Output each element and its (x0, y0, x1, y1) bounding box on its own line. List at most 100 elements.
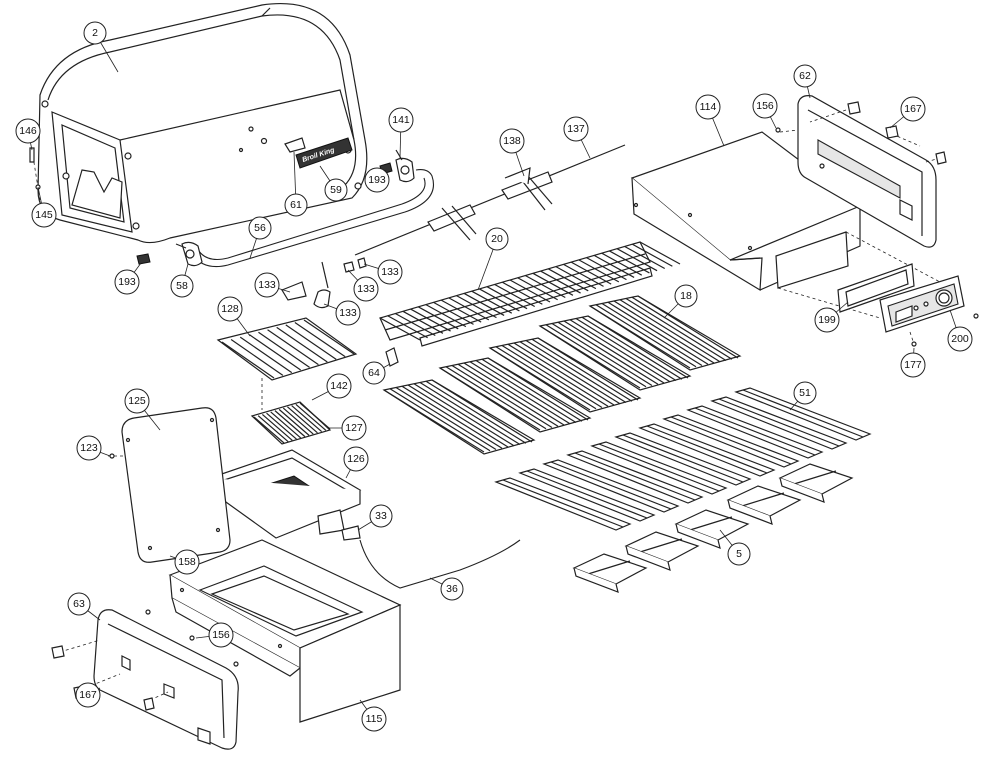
callout-label: 133 (258, 279, 276, 291)
heat-deflectors (494, 387, 872, 531)
heat-tent (674, 509, 750, 549)
callout-circle (440, 577, 464, 601)
end-cap-right (775, 95, 947, 248)
callout-circle (814, 307, 840, 333)
callout-label: 56 (254, 222, 266, 234)
part-callout: 193 (114, 269, 140, 295)
callout-label: 125 (128, 395, 146, 407)
callout-circle (124, 388, 150, 414)
lid (37, 3, 368, 244)
heat-tent (624, 531, 700, 571)
part-callout: 18 (674, 284, 698, 308)
part-callout: 5 (727, 542, 751, 566)
heat-tents (572, 463, 854, 593)
part-callout: 167 (900, 96, 926, 122)
callout-label: 193 (368, 174, 386, 186)
callout-circle (31, 202, 57, 228)
handle-mount-left (175, 241, 203, 267)
callout-circle (75, 682, 101, 708)
cooking-grid (588, 295, 742, 371)
part-callout: 133 (254, 272, 280, 298)
heat-deflector (542, 459, 680, 513)
part-callout: 20 (485, 227, 509, 251)
callout-circle (695, 94, 721, 120)
callout-circle (67, 592, 91, 616)
callout-circle (326, 373, 352, 399)
part-callout: 133 (335, 300, 361, 326)
callout-circle (248, 216, 272, 240)
spacer-block-left (136, 253, 151, 265)
callout-circle (900, 352, 926, 378)
callout-circle (369, 504, 393, 528)
callout-label: 62 (799, 70, 811, 82)
part-callout: 123 (76, 435, 102, 461)
screw (29, 147, 35, 163)
rotisserie-parts (281, 257, 367, 309)
part-callout: 133 (353, 276, 379, 302)
callout-label: 5 (736, 548, 742, 560)
callout-circle (324, 178, 348, 202)
part-callout: 59 (324, 178, 348, 202)
callout-label: 64 (368, 367, 380, 379)
callout-label: 59 (330, 184, 342, 196)
part-callout: 137 (563, 116, 589, 142)
callout-circle (793, 64, 817, 88)
callout-circle (83, 21, 107, 45)
callout-circle (254, 272, 280, 298)
part-callout: 128 (217, 296, 243, 322)
part-callout: 2 (83, 21, 107, 45)
cooking-grid (488, 337, 642, 413)
callout-circle (341, 415, 367, 441)
part-callout: 142 (326, 373, 352, 399)
callout-label: 128 (221, 303, 239, 315)
callout-label: 146 (19, 125, 37, 137)
callout-circle (353, 276, 379, 302)
part-callout: 156 (208, 622, 234, 648)
part-callout: 114 (695, 94, 721, 120)
part-callout: 125 (124, 388, 150, 414)
part-callout: 167 (75, 682, 101, 708)
callout-label: 156 (212, 629, 230, 641)
side-shelf-base (168, 539, 402, 723)
part-callout: 61 (284, 193, 308, 217)
heat-deflector (686, 405, 824, 459)
heat-deflector (566, 450, 704, 504)
part-callout: 145 (31, 202, 57, 228)
part-callout: 58 (170, 274, 194, 298)
callout-label: 145 (35, 209, 53, 221)
callout-label: 114 (700, 101, 717, 113)
callout-circle (388, 107, 414, 133)
callout-circle (343, 446, 369, 472)
part-callout: 115 (361, 706, 387, 732)
callout-label: 115 (366, 713, 383, 725)
heat-deflector (590, 441, 728, 495)
callout-circle (15, 118, 41, 144)
part-callout: 126 (343, 446, 369, 472)
callout-circle (485, 227, 509, 251)
callout-circle (563, 116, 589, 142)
callout-circle (947, 326, 973, 352)
heat-tent (572, 553, 648, 593)
part-callout: 193 (364, 167, 390, 193)
cooking-grid (538, 315, 692, 391)
heat-deflector (710, 396, 848, 450)
callout-label: 20 (491, 233, 503, 245)
callout-circle (284, 193, 308, 217)
callout-label: 126 (347, 453, 365, 465)
callout-circle (208, 622, 234, 648)
callout-label: 141 (392, 114, 410, 126)
callout-circle (114, 269, 140, 295)
heat-deflector (638, 423, 776, 477)
part-callout: 56 (248, 216, 272, 240)
heat-deflector (662, 414, 800, 468)
part-callout: 64 (362, 361, 386, 385)
callout-label: 51 (799, 387, 811, 399)
warming-rack (379, 241, 681, 347)
part-callout: 200 (947, 326, 973, 352)
valve (341, 525, 361, 541)
part-callout: 158 (174, 549, 200, 575)
callout-label: 2 (92, 27, 98, 39)
sear-grid (250, 401, 332, 445)
part-callout: 146 (15, 118, 41, 144)
